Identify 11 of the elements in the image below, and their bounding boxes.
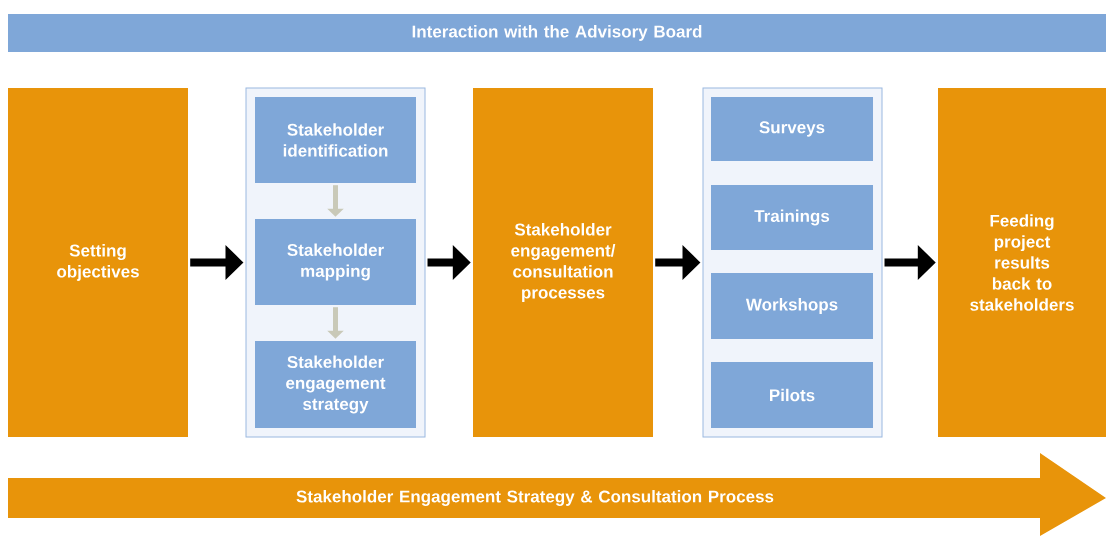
activity-box: Surveys xyxy=(711,97,873,161)
process-box: Stakeholder engagement/ consultation processes xyxy=(473,88,653,437)
step-box: Stakeholder engagement strategy xyxy=(255,341,416,428)
activity-box: Workshops xyxy=(711,273,873,339)
step-box: Stakeholder identification xyxy=(255,97,416,183)
banner: Interaction with the Advisory Board xyxy=(8,14,1106,52)
activity-box: Trainings xyxy=(711,185,873,250)
step-box: Stakeholder mapping xyxy=(255,219,416,305)
process-box: Feeding project results back to stakeholders xyxy=(938,88,1106,437)
activity-box: Pilots xyxy=(711,362,873,428)
process-box: Setting objectives xyxy=(8,88,188,437)
